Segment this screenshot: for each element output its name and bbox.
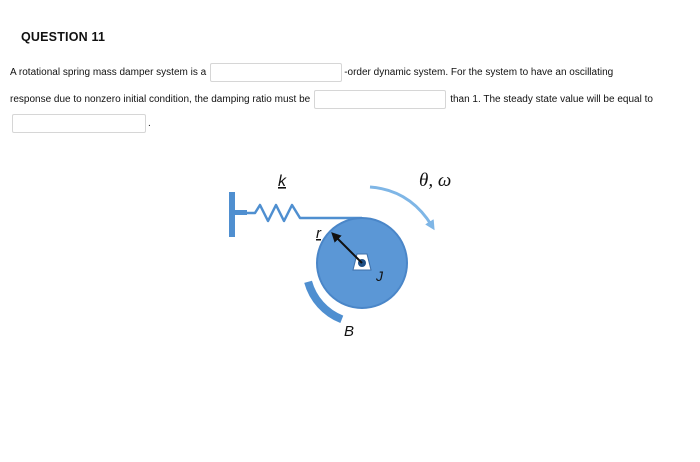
rotation-arrow	[369, 185, 435, 231]
rotation-label: θ, ω	[419, 170, 451, 191]
question-line-2: response due to nonzero initial conditio…	[10, 90, 653, 109]
question-title: QUESTION 11	[21, 30, 106, 44]
answer-blank-steady-state[interactable]	[12, 114, 146, 133]
answer-blank-order[interactable]	[210, 63, 343, 82]
question-text-2b: than 1. The steady state value will be e…	[450, 94, 653, 105]
question-text-2a: response due to nonzero initial conditio…	[10, 94, 311, 105]
wall-mount	[229, 192, 247, 237]
answer-blank-damping[interactable]	[314, 90, 447, 109]
question-text-3-end: .	[148, 118, 151, 129]
question-text-1b: -order dynamic system. For the system to…	[344, 67, 614, 78]
question-line-1: A rotational spring mass damper system i…	[10, 63, 613, 82]
question-line-3: .	[10, 114, 151, 133]
damper-arc	[304, 280, 344, 324]
spring-label: k	[278, 173, 287, 190]
spring	[246, 203, 362, 223]
radius-arrow	[331, 232, 363, 264]
question-text-1a: A rotational spring mass damper system i…	[10, 67, 207, 78]
inertia-label: J	[375, 268, 384, 284]
radius-label: r	[316, 225, 322, 242]
damper-label: B	[344, 323, 354, 340]
